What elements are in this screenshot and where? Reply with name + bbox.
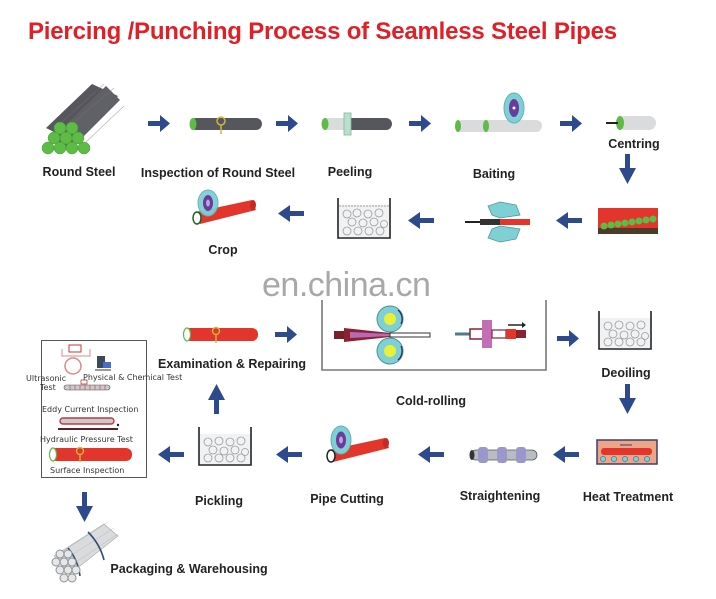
label-round-steel: Round Steel [42, 165, 116, 179]
peeling-bar-icon [321, 112, 392, 136]
arrow-left-icon [278, 205, 304, 222]
arrow-left-icon [418, 446, 444, 463]
surface-inspection-pipe-icon [48, 446, 132, 462]
label-heat-treatment: Heat Treatment [582, 490, 674, 504]
straightener-icon [469, 447, 538, 463]
centring-bar-icon [606, 116, 656, 130]
arrow-down-icon [76, 492, 93, 522]
label-centring: Centring [608, 137, 660, 151]
label-baiting: Baiting [472, 167, 516, 181]
hydraulic-test-pipe-icon [58, 417, 120, 430]
arrow-down-icon [619, 384, 636, 414]
heating-furnace-icon [598, 208, 658, 234]
tank-icon [198, 427, 252, 466]
label-ultrasonic-test: Test [40, 383, 56, 392]
arrow-left-icon [276, 446, 302, 463]
label-packaging-warehousing: Packaging & Warehousing [110, 562, 268, 576]
label-crop: Crop [208, 243, 238, 257]
arrow-up-icon [208, 384, 225, 414]
arrow-right-icon [148, 115, 170, 132]
arrow-right-icon [557, 330, 579, 347]
flow-arrows [76, 115, 636, 522]
pipe-bundle-icon [51, 521, 119, 583]
label-straightening: Straightening [459, 489, 541, 503]
arrow-right-icon [409, 115, 431, 132]
label-inspection-round-steel: Inspection of Round Steel [140, 166, 296, 180]
heat-treatment-furnace-icon [596, 439, 658, 465]
tank-icon [598, 311, 652, 350]
saw-pipe-icon [192, 189, 256, 225]
red-pipe-icon [182, 326, 258, 343]
label-cold-rolling: Cold-rolling [395, 394, 467, 408]
label-deoiling: Deoiling [601, 366, 651, 380]
arrow-down-icon [619, 154, 636, 184]
steel-bundle-icon [41, 83, 125, 155]
label-ultrasonic: Ultrasonic [26, 374, 67, 383]
ultrasonic-test-icon [61, 344, 91, 375]
cold-rolling-mill-icon [321, 300, 547, 371]
watermark: en.china.cn [262, 266, 431, 304]
eddy-current-probe-icon [63, 379, 111, 391]
arrow-right-icon [276, 115, 298, 132]
arrow-left-icon [158, 446, 184, 463]
tank-icon [337, 198, 391, 239]
label-hydraulic-pressure: Hydraulic Pressure Test [40, 435, 133, 444]
label-pipe-cutting: Pipe Cutting [310, 492, 384, 506]
label-pickling: Pickling [195, 494, 243, 508]
inspected-bar-icon [189, 116, 262, 134]
saw-pipe-icon [326, 425, 389, 463]
piercing-mill-icon [465, 201, 530, 243]
inspection-panel [41, 340, 147, 478]
arrow-left-icon [553, 446, 579, 463]
arrow-left-icon [408, 212, 434, 229]
label-physical-chemical-test: Physical & Chemical Test [83, 373, 183, 382]
label-surface-inspection: Surface Inspection [50, 466, 125, 475]
arrow-right-icon [275, 326, 297, 343]
label-peeling: Peeling [327, 165, 373, 179]
page-title: Piercing /Punching Process of Seamless S… [28, 18, 617, 45]
arrow-left-icon [556, 212, 582, 229]
label-eddy-current: Eddy Current Inspection [42, 405, 139, 414]
label-examination-repairing: Examination & Repairing [158, 357, 306, 371]
arrow-right-icon [560, 115, 582, 132]
physical-chemical-test-icon [95, 356, 111, 371]
saw-cut-bar-icon [455, 92, 542, 132]
